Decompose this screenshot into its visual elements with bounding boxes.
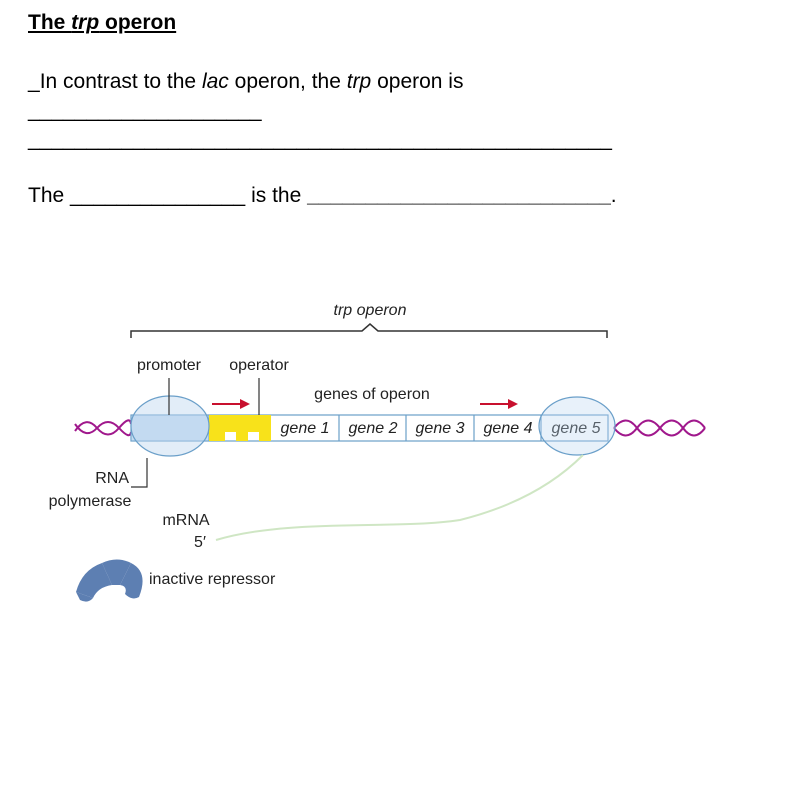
rna-label: RNA — [95, 470, 129, 487]
operator-region — [209, 415, 271, 441]
gene-label: gene 1 — [281, 420, 330, 437]
repressor-label: inactive repressor — [149, 571, 276, 588]
dna-strand-left — [75, 420, 131, 435]
inactive-repressor-icon — [76, 560, 143, 602]
operon-label: trp operon — [334, 302, 407, 319]
gene-label: gene 4 — [484, 420, 533, 437]
rna-pointer — [131, 458, 147, 487]
highlight-circle — [539, 397, 615, 455]
mrna-label: mRNA — [162, 512, 209, 529]
promoter-label: promoter — [137, 357, 202, 374]
transcription-arrow-icon — [480, 399, 518, 409]
dna-strand-right — [614, 421, 705, 436]
rna-polymerase-circle — [131, 396, 209, 456]
operator-label: operator — [229, 357, 289, 374]
gene-label: gene 3 — [416, 420, 465, 437]
gene-label: gene 2 — [349, 420, 398, 437]
genes-label: genes of operon — [314, 386, 430, 403]
five-prime-label: 5′ — [194, 534, 206, 551]
mrna-strand — [216, 455, 583, 540]
operon-bracket — [131, 324, 607, 338]
transcription-arrow-icon — [212, 399, 250, 409]
polymerase-label: polymerase — [49, 493, 132, 510]
